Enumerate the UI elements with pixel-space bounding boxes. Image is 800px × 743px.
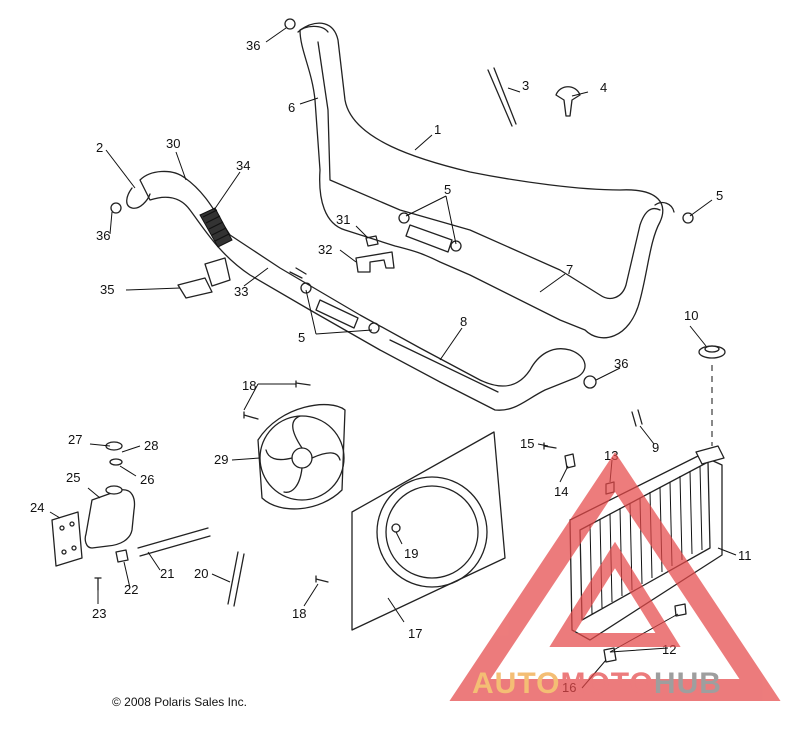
callout-8: 8 — [460, 314, 467, 329]
callout-7: 7 — [566, 262, 573, 277]
callout-21: 21 — [160, 566, 174, 581]
fitting-22 — [115, 549, 129, 563]
coolant-hose-33 — [126, 170, 586, 411]
callout-25: 25 — [66, 470, 80, 485]
coolant-hose-1 — [299, 22, 664, 339]
reservoir-25 — [84, 485, 136, 549]
callout-labels: 1 2 3 4 5 5 5 6 7 8 9 10 11 12 13 14 15 … — [30, 38, 752, 695]
watermark-part-moto: MOTO — [560, 667, 653, 700]
callout-22: 22 — [124, 582, 138, 597]
radiator-cap-10 — [698, 345, 726, 359]
callout-15: 15 — [520, 436, 534, 451]
callout-18: 18 — [242, 378, 256, 393]
watermark-text: AUTOMOTOHUB — [472, 667, 722, 700]
hose-8-section — [389, 339, 499, 393]
callout-32: 32 — [318, 242, 332, 257]
clamp-icon — [583, 375, 597, 389]
watermark-inner-mark-icon — [549, 541, 681, 647]
fan-shroud-17 — [351, 431, 506, 631]
callout-36: 36 — [246, 38, 260, 53]
callout-35: 35 — [100, 282, 114, 297]
bracket-24 — [51, 511, 83, 567]
callout-27: 27 — [68, 432, 82, 447]
callout-6: 6 — [288, 100, 295, 115]
watermark-part-auto: AUTO — [472, 667, 560, 700]
push-pin-4 — [555, 86, 581, 117]
callout-4: 4 — [600, 80, 607, 95]
fitting-35 — [177, 257, 231, 299]
callout-10: 10 — [684, 308, 698, 323]
hose-6 — [297, 25, 329, 33]
watermark-part-hub: HUB — [654, 667, 722, 700]
bellows-hose-34 — [199, 207, 233, 248]
callout-19: 19 — [404, 546, 418, 561]
callout-2: 2 — [96, 140, 103, 155]
seal-28 — [109, 458, 123, 466]
callout-20: 20 — [194, 566, 208, 581]
callout-23: 23 — [92, 606, 106, 621]
small-hose-sections — [289, 224, 453, 329]
tube-21 — [137, 527, 211, 557]
callout-36: 36 — [96, 228, 110, 243]
fan-29 — [257, 403, 346, 510]
clamp-icon — [110, 202, 122, 214]
callout-28: 28 — [144, 438, 158, 453]
callout-18: 18 — [292, 606, 306, 621]
callout-9: 9 — [652, 440, 659, 455]
clamp-icon — [368, 322, 380, 334]
tube-9 — [631, 409, 643, 427]
callout-5: 5 — [716, 188, 723, 203]
nut-19 — [391, 523, 401, 533]
clamp-icon — [284, 18, 296, 30]
screw-15 — [543, 442, 557, 450]
clamp-icon — [398, 212, 410, 224]
callout-3: 3 — [522, 78, 529, 93]
callout-14: 14 — [554, 484, 568, 499]
grommet-12 — [674, 603, 687, 617]
callout-34: 34 — [236, 158, 250, 173]
clamp-icon — [682, 212, 694, 224]
callout-33: 33 — [234, 284, 248, 299]
callout-31: 31 — [336, 212, 350, 227]
bracket-32 — [355, 251, 395, 273]
callout-26: 26 — [140, 472, 154, 487]
callout-24: 24 — [30, 500, 44, 515]
callout-36: 36 — [614, 356, 628, 371]
callout-11: 11 — [738, 548, 752, 563]
hose-7 — [654, 201, 675, 213]
callout-29: 29 — [214, 452, 228, 467]
rod-20 — [227, 551, 245, 607]
bolt-18-bottom — [315, 575, 329, 583]
watermark-logo: AUTOMOTOHUB — [449, 452, 781, 701]
grommet-14 — [564, 453, 576, 469]
clamp-icon — [450, 240, 462, 252]
callout-17: 17 — [408, 626, 422, 641]
callout-30: 30 — [166, 136, 180, 151]
callout-1: 1 — [434, 122, 441, 137]
bolt-31 — [365, 235, 379, 247]
callout-5: 5 — [298, 330, 305, 345]
screw-23 — [94, 577, 102, 591]
clamp-icons — [110, 18, 694, 389]
copyright-text: © 2008 Polaris Sales Inc. — [112, 695, 247, 709]
watermark-triangle-icon — [449, 452, 781, 701]
clamp-icon — [300, 282, 312, 294]
callout-5: 5 — [444, 182, 451, 197]
bolt-3 — [487, 67, 517, 127]
